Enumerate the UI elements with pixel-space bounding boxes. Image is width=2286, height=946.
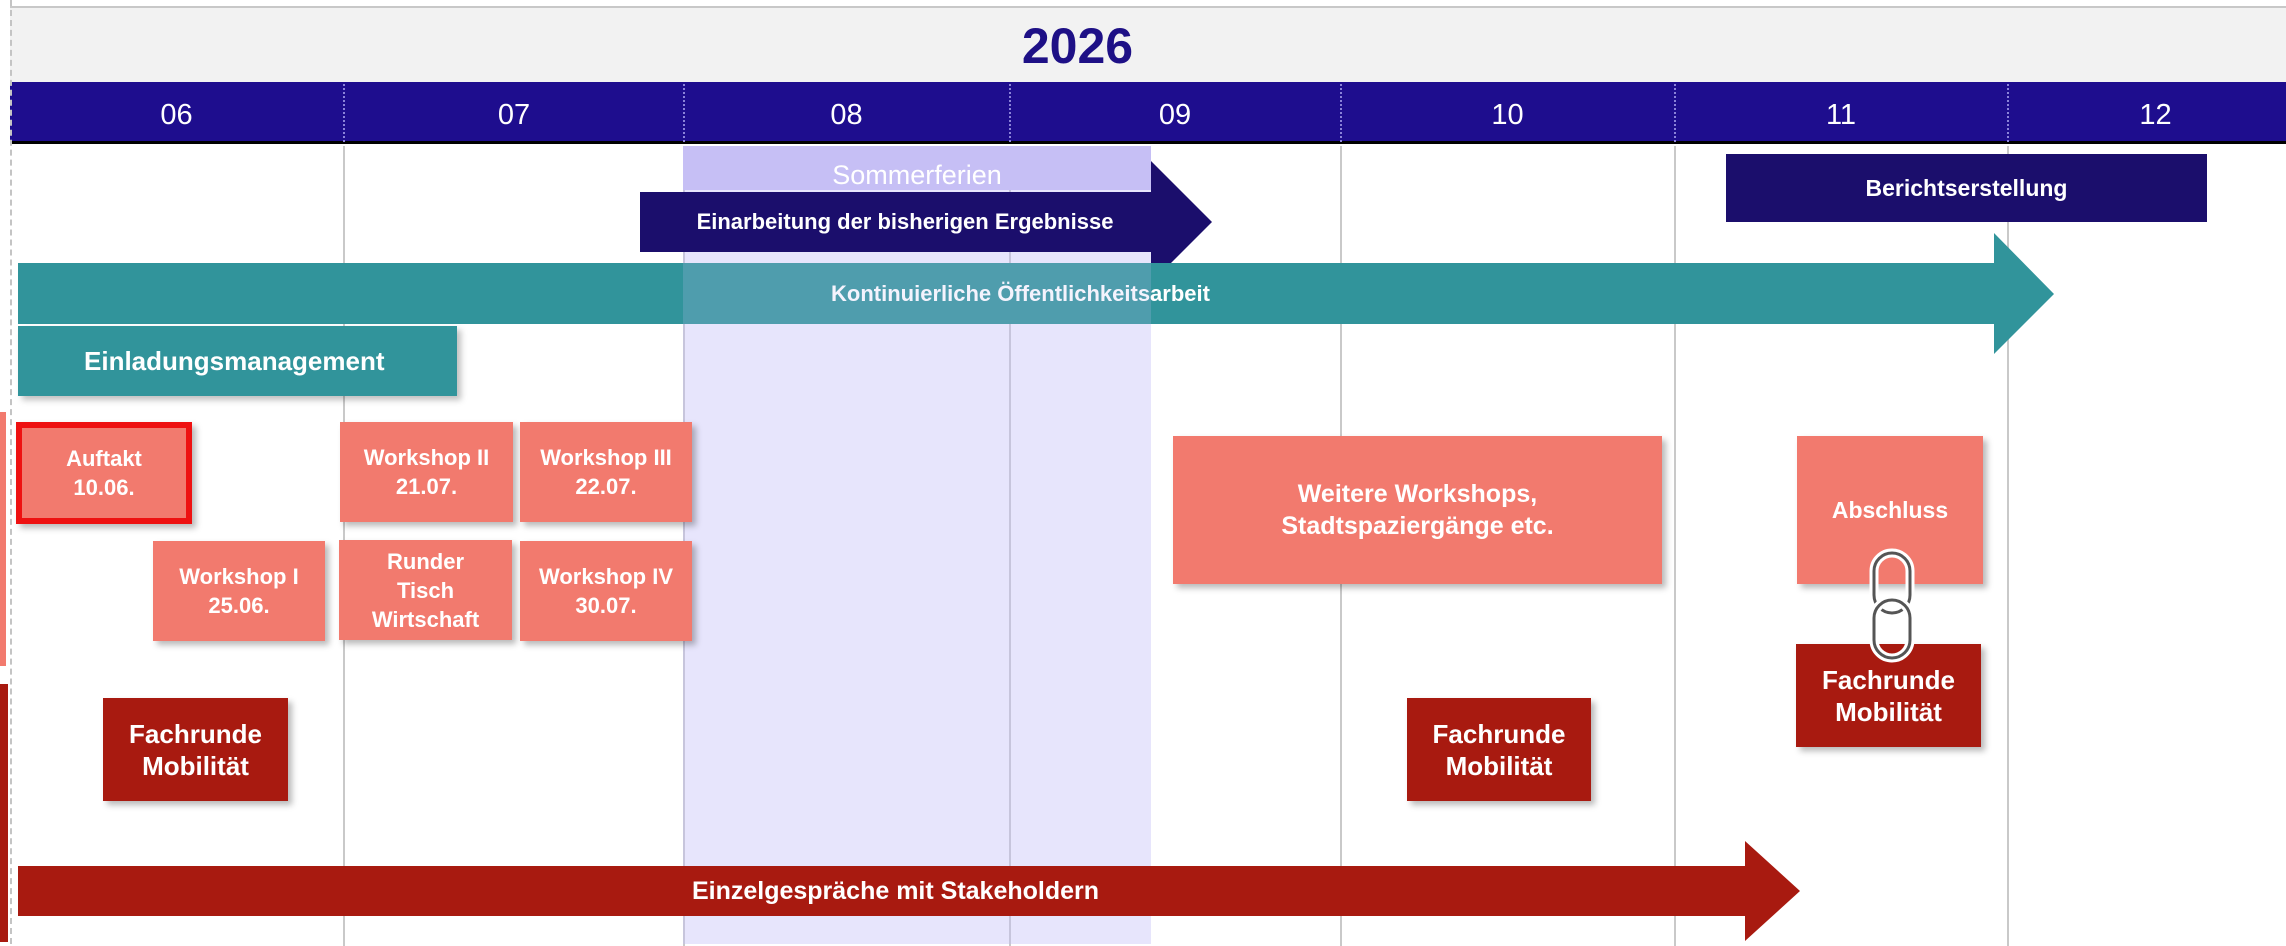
event-title: Workshop III xyxy=(540,445,672,470)
workshop-1-event: Workshop I 25.06. xyxy=(153,541,325,641)
month-12: 12 xyxy=(2139,99,2172,131)
event-date: 25.06. xyxy=(208,593,270,618)
month-10: 10 xyxy=(1491,99,1524,131)
month-separator xyxy=(2007,84,2009,142)
einzelgespraeche-label: Einzelgespräche mit Stakeholdern xyxy=(691,876,1100,905)
month-gridline xyxy=(2007,146,2009,946)
event-date: 30.07. xyxy=(575,593,637,618)
event-title: Workshop IV xyxy=(538,564,674,589)
month-separator xyxy=(1009,84,1011,142)
fachrunde-mobilitaet-june: Fachrunde Mobilität xyxy=(103,698,288,801)
event-title: Mobilität xyxy=(1445,750,1553,781)
fachrunde-mobilitaet-october: Fachrunde Mobilität xyxy=(1407,698,1591,801)
event-date: 22.07. xyxy=(575,474,637,499)
einladungsmanagement-bar: Einladungsmanagement xyxy=(18,326,457,396)
event-title: Stadtspaziergänge etc. xyxy=(1281,512,1554,540)
event-title: Tisch xyxy=(396,577,455,603)
month-gridline xyxy=(1674,146,1676,946)
offscreen-event-fragment xyxy=(0,412,6,666)
weitere-workshops-event: Weitere Workshops, Stadtspaziergänge etc… xyxy=(1173,436,1662,584)
year-label: 2026 xyxy=(1021,18,1134,74)
month-gridline xyxy=(1009,146,1011,946)
event-title: Mobilität xyxy=(1835,696,1942,727)
workshop-4-event: Workshop IV 30.07. xyxy=(520,541,692,641)
event-title: Auftakt xyxy=(66,446,142,471)
event-title: Mobilität xyxy=(142,750,249,781)
event-date: 21.07. xyxy=(395,474,458,499)
offscreen-event-fragment xyxy=(0,684,8,942)
year-header xyxy=(10,6,2286,82)
event-title: Workshop II xyxy=(363,445,490,470)
workshop-2-event: Workshop II 21.07. xyxy=(340,422,513,522)
einarbeitung-label: Einarbeitung der bisherigen Ergebnisse xyxy=(696,209,1114,234)
oeffentlichkeitsarbeit-label: Kontinuierliche Öffentlichkeitsarbeit xyxy=(831,280,1210,306)
event-title: Fachrunde xyxy=(129,718,262,749)
summer-break-overlay xyxy=(683,263,1151,324)
event-title: Fachrunde xyxy=(1432,718,1566,749)
month-07: 07 xyxy=(497,99,531,131)
event-date: 10.06. xyxy=(73,475,135,500)
workshop-3-event: Workshop III 22.07. xyxy=(520,422,692,522)
event-title: Fachrunde xyxy=(1822,664,1955,695)
month-header xyxy=(10,82,2286,144)
month-separator xyxy=(683,84,685,142)
event-title: Runder xyxy=(387,548,464,574)
einzelgespraeche-arrow xyxy=(18,841,1800,941)
month-11: 11 xyxy=(1825,99,1857,131)
summer-break-label: Sommerferien xyxy=(832,160,1002,190)
month-06: 06 xyxy=(160,99,193,131)
fachrunde-mobilitaet-november: Fachrunde Mobilität xyxy=(1796,644,1981,747)
einarbeitung-arrow xyxy=(640,161,1212,283)
summer-break-header xyxy=(683,146,1151,190)
auftakt-event: Auftakt 10.06. xyxy=(16,422,192,524)
runder-tisch-event: Runder Tisch Wirtschaft xyxy=(339,540,512,640)
month-separator xyxy=(1340,84,1342,142)
event-title: Workshop I xyxy=(179,564,299,589)
month-09: 09 xyxy=(1158,99,1192,131)
left-boundary xyxy=(10,0,12,944)
month-separator xyxy=(343,84,345,142)
berichtserstellung-bar: Berichtserstellung xyxy=(1726,154,2207,222)
month-08: 08 xyxy=(830,99,863,131)
month-separator xyxy=(1674,84,1676,142)
abschluss-event: Abschluss xyxy=(1797,436,1983,584)
event-title: Weitere Workshops, xyxy=(1297,480,1538,508)
event-title: Wirtschaft xyxy=(371,606,480,632)
oeffentlichkeitsarbeit-arrow xyxy=(18,233,2054,354)
